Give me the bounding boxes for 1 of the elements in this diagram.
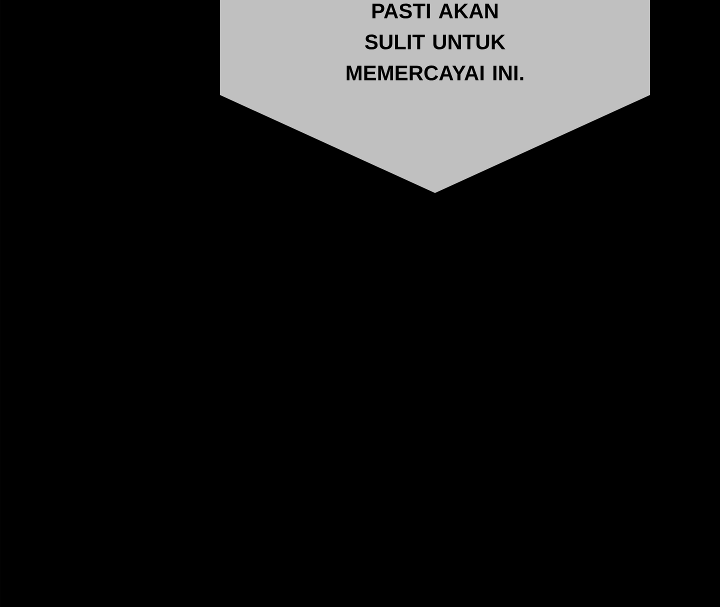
caption-box: PASTI AKAN SULIT UNTUK MEMERCAYAI INI.	[220, 0, 650, 193]
